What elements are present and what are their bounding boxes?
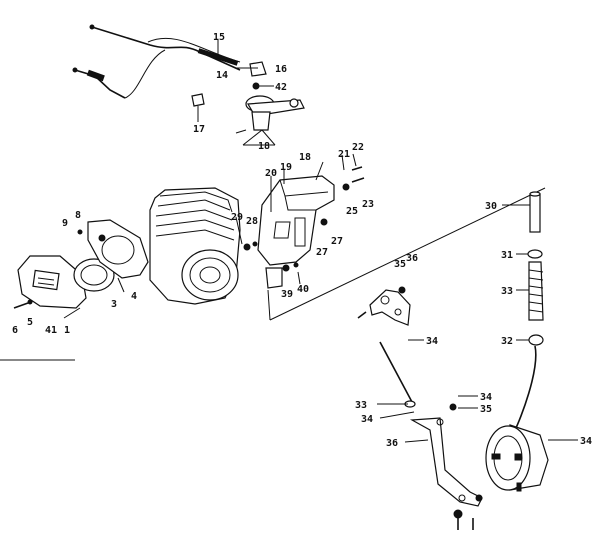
callout-11: 16	[275, 64, 287, 75]
callout-10: 15	[213, 32, 225, 43]
callout-36: 36	[386, 438, 398, 449]
callout-31: 35	[394, 259, 406, 270]
section-dividers	[0, 187, 546, 361]
callout-21: 27	[331, 236, 343, 247]
callout-34-right: 34	[480, 392, 492, 403]
air-filter	[13, 219, 149, 309]
callout-9: 14	[216, 70, 228, 81]
callout-16: 20	[265, 168, 277, 179]
callout-40: 40	[297, 284, 309, 295]
callout-6: 6	[12, 325, 18, 336]
fuel-tank	[485, 424, 549, 492]
callout-12: 17	[193, 124, 205, 135]
callout-19: 25	[346, 206, 358, 217]
callout-32: 36	[406, 253, 418, 264]
callout-18-top: 22	[352, 142, 364, 153]
callout-7: 8	[75, 210, 81, 221]
callout-18-low: 23	[362, 199, 374, 210]
callout-22: 28	[246, 216, 258, 227]
leader-lines	[63, 40, 578, 443]
callout-25: 30	[485, 201, 497, 212]
control-lever	[235, 95, 305, 146]
callout-labels: 15 16 14 42 17 18 18 19 20 21 22 25 23 2…	[12, 32, 592, 449]
fuel-line	[514, 191, 544, 431]
clamp-parts	[191, 61, 267, 107]
callout-33: 33	[355, 400, 367, 411]
callout-42: 42	[275, 82, 287, 93]
callout-34-left: 34	[361, 414, 373, 425]
callout-27-top: 31	[501, 250, 513, 261]
carburetor	[243, 166, 365, 289]
governor-linkage	[357, 286, 483, 530]
callout-35: 35	[480, 404, 492, 415]
callout-13: 18	[258, 141, 270, 152]
callout-23: 29	[231, 212, 243, 223]
callout-29: 34	[580, 436, 592, 447]
callout-41: 41	[45, 325, 57, 336]
callout-1: 1	[64, 325, 70, 336]
callout-20: 27	[316, 247, 328, 258]
callout-14: 18	[299, 152, 311, 163]
callout-39: 39	[281, 289, 293, 300]
callout-30: 34	[426, 336, 438, 347]
engine-block	[149, 187, 241, 305]
callout-8: 9	[62, 218, 68, 229]
callout-28: 33	[501, 286, 513, 297]
callout-15: 19	[280, 162, 292, 173]
callout-27-bottom: 32	[501, 336, 513, 347]
callout-3: 3	[111, 299, 117, 310]
callout-4: 4	[131, 291, 137, 302]
callout-5: 5	[27, 317, 33, 328]
callout-17: 21	[338, 149, 350, 160]
